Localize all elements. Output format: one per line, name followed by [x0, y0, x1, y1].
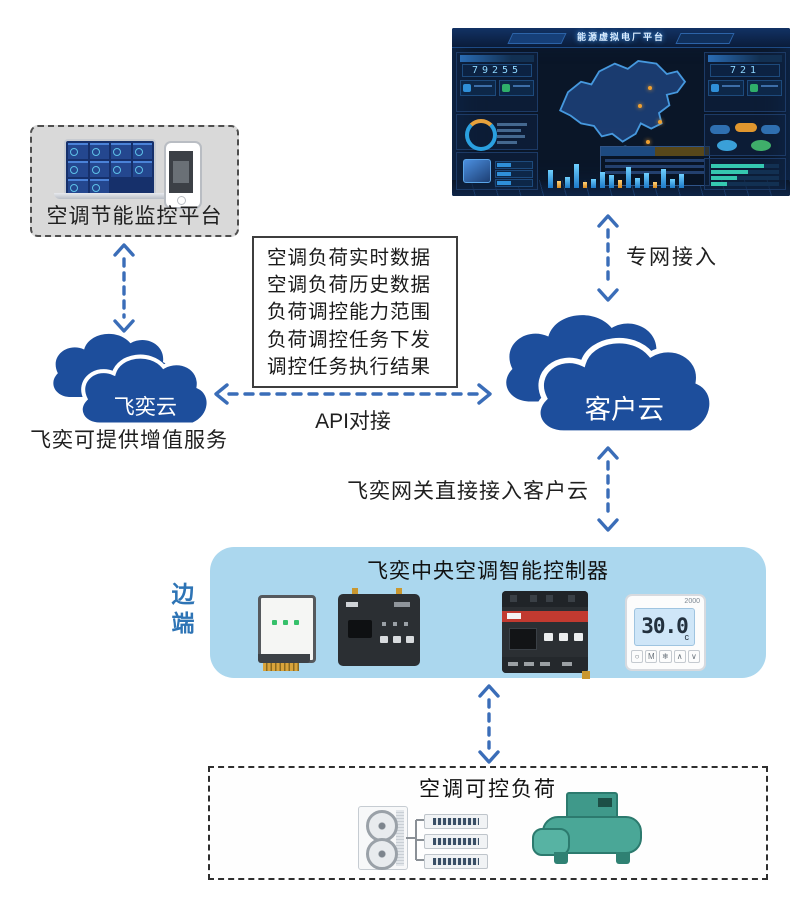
dashboard-header: 能源虚拟电厂平台 [452, 28, 790, 48]
down-button: ∨ [687, 650, 701, 663]
data-item: 调控任务执行结果 [267, 355, 432, 378]
feiyi-cloud: 飞奕云 [53, 333, 211, 427]
controller-display [348, 620, 372, 638]
edge-title: 飞奕中央空调智能控制器 [367, 560, 609, 583]
map-marker-icon [658, 120, 662, 124]
cloud-edge-arrow [597, 446, 619, 532]
private-network-arrow [597, 214, 619, 302]
map-marker-icon [646, 140, 650, 144]
platform-box: 空调节能监控平台 [30, 125, 239, 237]
phone-illustration [164, 141, 202, 209]
gateway-label: 飞奕网关直接接入客户云 [347, 480, 589, 503]
dashboard-popup-table [600, 146, 710, 186]
controller-model-mark [394, 602, 410, 607]
data-item: 负荷调控任务下发 [267, 328, 432, 351]
cloud-front-icon [535, 337, 715, 436]
dashboard-left-stats-panel: 79255 [456, 52, 538, 112]
duct-connection-lines [406, 819, 426, 861]
power-button: ○ [631, 650, 644, 663]
up-button: ∧ [673, 650, 686, 663]
device-thermostat: 2000 30.0 c ○ M ❄ ∧ ∨ [625, 594, 706, 671]
energy-storage-icon [463, 159, 491, 183]
data-item: 空调负荷历史数据 [267, 274, 432, 297]
load-box: 空调可控负荷 [208, 766, 768, 880]
controller-led-icons [382, 622, 412, 626]
donut-chart-icon [465, 119, 497, 151]
gateway-base [258, 654, 310, 663]
edge-side-label: 边端 [168, 582, 194, 640]
phone-screen [169, 151, 193, 193]
din-bottom-terminals [502, 657, 588, 673]
dashboard-nav-pill [507, 33, 567, 44]
antenna-connector-icon [396, 588, 402, 594]
device-gateway [258, 595, 316, 671]
mode-button: M [645, 650, 658, 663]
device-controller [338, 588, 420, 666]
dashboard-bar-chart [548, 158, 684, 188]
laptop-illustration [54, 139, 170, 201]
din-logo [507, 613, 521, 619]
thermostat-unit: c [684, 632, 690, 642]
api-arrow [214, 383, 492, 405]
load-title: 空调可控负荷 [419, 778, 557, 801]
chiller-unit [542, 816, 642, 854]
thermostat-lcd: 30.0 c [634, 608, 695, 646]
platform-label: 空调节能监控平台 [46, 205, 223, 228]
laptop-base [54, 193, 170, 199]
dashboard-donut-panel [456, 114, 538, 151]
controller-logo [346, 602, 358, 607]
fan-button: ❄ [659, 650, 672, 663]
laptop-dashboard-cards [68, 143, 152, 193]
din-display [509, 628, 537, 650]
chiller-leg [616, 852, 630, 864]
vrf-outdoor-unit [358, 806, 408, 870]
gateway-led-icons [272, 620, 300, 628]
feiyi-cloud-label: 飞奕云 [114, 395, 177, 419]
customer-cloud-label: 客户云 [585, 395, 664, 425]
dashboard-hbar-panel [704, 158, 786, 190]
private-network-label: 专网接入 [626, 246, 718, 269]
controller-buttons [380, 636, 414, 643]
cloud-front-icon [78, 354, 211, 427]
dashboard-device-panel [456, 152, 538, 190]
arrow-platform-feiyicloud [113, 243, 135, 333]
feiyi-caption: 飞奕可提供增值服务 [30, 429, 228, 452]
duct-indoor-unit [424, 834, 488, 849]
thermostat-temperature: 30.0 [641, 614, 689, 638]
edge-load-arrow [478, 684, 500, 764]
data-item: 空调负荷实时数据 [267, 247, 432, 269]
device-din-controller [502, 591, 590, 679]
din-antenna-pin-icon [582, 671, 590, 679]
antenna-connector-icon [352, 588, 358, 594]
chiller-compressor [532, 828, 570, 856]
duct-indoor-unit [424, 854, 488, 869]
din-top-terminals [502, 591, 588, 607]
dashboard-right-value: 721 [709, 64, 781, 77]
thermostat-buttons: ○ M ❄ ∧ ∨ [631, 650, 701, 663]
dashboard-right-stats-panel: 721 [704, 52, 786, 112]
dashboard-nav-pill [675, 33, 735, 44]
data-item: 负荷调控能力范围 [267, 301, 432, 324]
chiller-leg [554, 852, 568, 864]
phone-home-button-icon [177, 196, 186, 205]
dashboard-screenshot: 能源虚拟电厂平台 79255 [452, 28, 790, 196]
gateway-terminal-block [263, 663, 299, 671]
dashboard-left-value: 79255 [461, 64, 533, 77]
map-marker-icon [638, 104, 642, 108]
din-red-stripe [502, 611, 588, 622]
dashboard-status-panel [704, 114, 786, 156]
edge-box: 飞奕中央空调智能控制器 [210, 547, 766, 679]
china-map [559, 60, 687, 152]
api-label: API对接 [315, 410, 391, 433]
dashboard-title: 能源虚拟电厂平台 [576, 32, 665, 42]
din-buttons [544, 633, 583, 641]
map-marker-icon [648, 86, 652, 90]
laptop-screen [64, 139, 156, 193]
fan-icon [366, 838, 398, 870]
customer-cloud: 客户云 [506, 315, 715, 436]
data-exchange-box: 空调负荷实时数据 空调负荷历史数据 负荷调控能力范围 负荷调控任务下发 调控任务… [252, 236, 458, 388]
duct-indoor-unit [424, 814, 488, 829]
thermostat-model: 2000 [684, 598, 700, 605]
